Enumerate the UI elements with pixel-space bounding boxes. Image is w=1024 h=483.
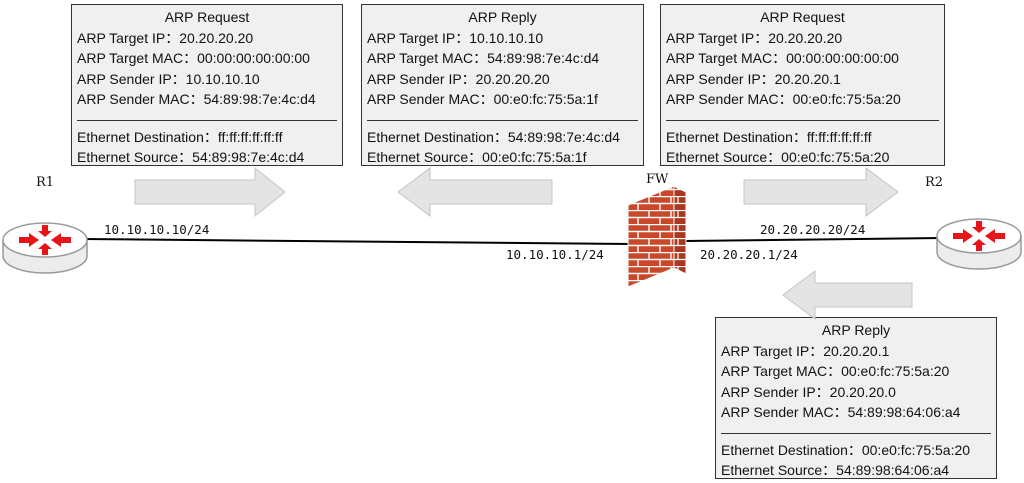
arrow-icon — [782, 270, 913, 320]
packet-box-arp-reply-r2: ARP Reply ARP Target IP：20.20.20.1 ARP T… — [715, 317, 997, 479]
firewall-icon — [626, 185, 688, 288]
ip-label-r1: 10.10.10.10/24 — [104, 222, 210, 237]
packet-title: ARP Request — [760, 9, 845, 25]
router-icon — [936, 218, 1022, 270]
arrow-icon — [743, 167, 899, 217]
packet-field: ARP Target IP：20.20.20.1 — [721, 342, 890, 359]
packet-field: Ethernet Source：54:89:98:64:06:a4 — [721, 462, 950, 478]
packet-field: ARP Sender MAC：00:e0:fc:75:5a:20 — [666, 91, 901, 107]
ip-label-fw-left: 10.10.10.1/24 — [506, 247, 604, 262]
packet-field: ARP Target IP：20.20.20.20 — [77, 29, 254, 46]
packet-field: ARP Sender MAC：54:89:98:7e:4c:d4 — [77, 91, 316, 107]
packet-field: ARP Sender MAC：00:e0:fc:75:5a:1f — [367, 91, 598, 107]
packet-field: ARP Target MAC：00:00:00:00:00:00 — [666, 50, 899, 66]
packet-title: ARP Request — [164, 9, 250, 25]
packet-box-arp-reply-fw: ARP Reply ARP Target IP：10.10.10.10 ARP … — [361, 4, 644, 166]
packet-divider — [666, 119, 939, 121]
packet-field: Ethernet Source：00:e0:fc:75:5a:20 — [666, 149, 890, 165]
packet-field: Ethernet Destination：ff:ff:ff:ff:ff:ff — [77, 128, 283, 145]
packet-field: ARP Sender IP：20.20.20.1 — [666, 70, 841, 87]
link-r1-fw — [79, 238, 631, 245]
packet-divider — [77, 119, 337, 121]
packet-box-arp-request-r1: ARP Request ARP Target IP：20.20.20.20 AR… — [71, 4, 343, 166]
packet-divider — [367, 119, 638, 121]
arrow-icon — [397, 167, 553, 217]
router-label-r1: R1 — [36, 175, 55, 190]
ip-label-fw-right: 20.20.20.1/24 — [700, 247, 798, 262]
packet-box-arp-request-fw: ARP Request ARP Target IP：20.20.20.20 AR… — [660, 4, 945, 166]
packet-field: Ethernet Destination：ff:ff:ff:ff:ff:ff — [666, 128, 872, 145]
packet-field: Ethernet Source：54:89:98:7e:4c:d4 — [77, 149, 305, 165]
ip-label-r2: 20.20.20.20/24 — [760, 222, 866, 237]
packet-field: Ethernet Source：00:e0:fc:75:5a:1f — [367, 149, 587, 165]
firewall-label: FW — [646, 172, 669, 187]
packet-field: Ethernet Destination：54:89:98:7e:4c:d4 — [367, 128, 620, 145]
packet-field: ARP Sender IP：20.20.20.0 — [721, 383, 896, 400]
packet-divider — [721, 432, 991, 434]
packet-title: ARP Reply — [821, 322, 891, 338]
packet-field: ARP Sender IP：20.20.20.20 — [367, 70, 550, 87]
router-label-r2: R2 — [925, 175, 944, 190]
packet-field: ARP Sender IP：10.10.10.10 — [77, 70, 260, 87]
router-icon — [2, 222, 88, 274]
packet-field: ARP Target MAC：54:89:98:7e:4c:d4 — [367, 50, 600, 66]
arrow-icon — [134, 166, 286, 218]
packet-field: ARP Sender MAC：54:89:98:64:06:a4 — [721, 404, 961, 420]
packet-field: ARP Target IP：10.10.10.10 — [367, 29, 544, 46]
packet-field: ARP Target MAC：00:e0:fc:75:5a:20 — [721, 363, 950, 379]
packet-field: ARP Target MAC：00:00:00:00:00:00 — [77, 50, 310, 66]
packet-title: ARP Reply — [468, 9, 537, 25]
packet-field: Ethernet Destination：00:e0:fc:75:5a:20 — [721, 441, 971, 458]
packet-field: ARP Target IP：20.20.20.20 — [666, 29, 843, 46]
link-fw-r2 — [683, 237, 943, 242]
